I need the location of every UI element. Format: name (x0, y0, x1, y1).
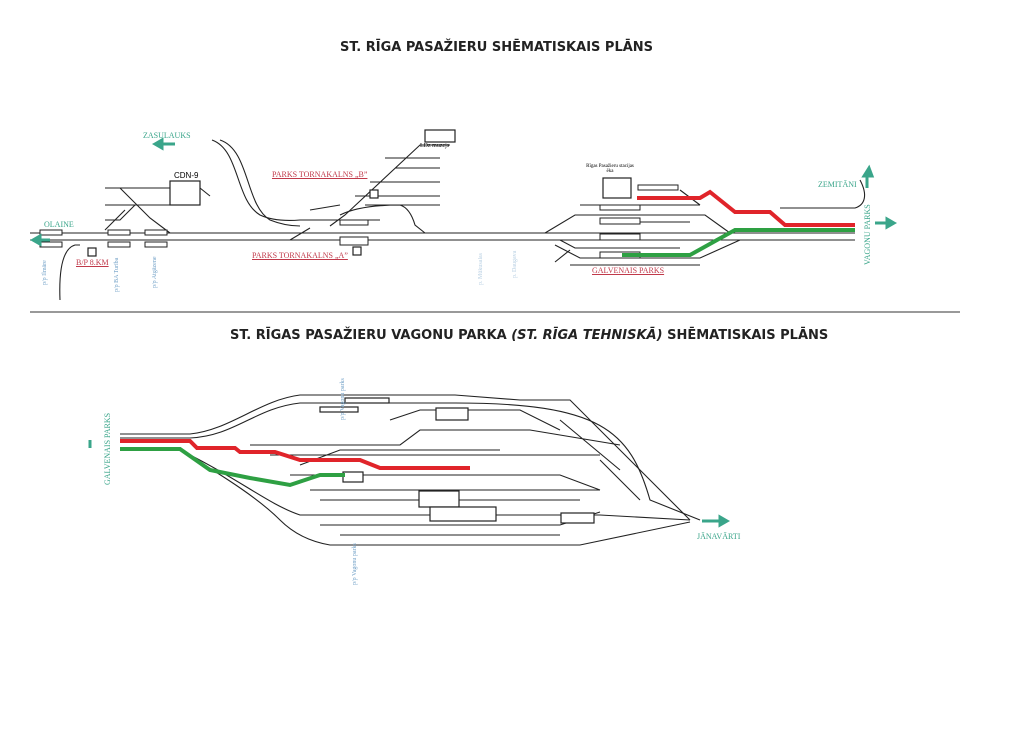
direction-galvenais-parks: GALVENAIS PARKS (103, 412, 112, 485)
stop-label: p/p BA Turība (114, 257, 120, 292)
stop-label: p. Mūkusalas (478, 253, 484, 285)
station-building (602, 177, 632, 199)
label-museum: LDz muzejs (420, 143, 450, 149)
label-cdn9: CDN-9 (174, 171, 199, 180)
platform (339, 236, 369, 246)
top-plan-title: ST. RĪGA PASAŽIERU SHĒMATISKAIS PLĀNS (340, 40, 654, 55)
buildings (87, 129, 632, 257)
stop-label: p/p Ilmāre (42, 260, 48, 285)
platform (107, 241, 131, 248)
depot-building (435, 407, 469, 421)
green-route (120, 447, 345, 488)
platform (107, 229, 131, 236)
red-route (637, 189, 855, 227)
platform (319, 406, 359, 413)
platform (637, 184, 679, 191)
platform (144, 241, 168, 248)
title-part: ST. RĪGAS PASAŽIERU VAGONU PARKA (230, 328, 512, 343)
title-part: SHĒMATISKAIS PLĀNS (662, 328, 829, 343)
depot-building (342, 471, 364, 483)
platform (39, 229, 63, 236)
depot-building (560, 512, 595, 524)
arrows (29, 137, 898, 528)
depot-building (418, 490, 460, 508)
stop-bp-8km: B/P 8.KM (76, 258, 109, 267)
platform (599, 217, 641, 225)
platform (39, 241, 63, 248)
platform (599, 233, 641, 241)
green-route (622, 228, 855, 257)
signal-box (87, 247, 97, 257)
platform (144, 229, 168, 236)
signal-box (369, 189, 379, 199)
red-route (120, 439, 470, 470)
platform (599, 204, 641, 211)
platform (344, 397, 390, 404)
direction-vagonu-parks: VAGONU PARKS (863, 204, 872, 265)
bottom-plan-title: ST. RĪGAS PASAŽIERU VAGONU PARKA (ST. RĪ… (230, 328, 828, 343)
stop-vagonu-parks-top: p/p Vagonu parks (340, 378, 346, 420)
direction-zemitani: ZEMITĀNI (818, 180, 857, 189)
depot-building (429, 506, 497, 522)
cdn9-building (169, 180, 201, 206)
park-tornakalns-a: PARKS TORNAKALNS „A” (252, 251, 348, 260)
platform (339, 219, 369, 226)
direction-janavarti: JĀNAVĀRTI (697, 532, 741, 541)
museum-building (424, 129, 456, 143)
park-tornakalns-b: PARKS TORNAKALNS „B” (272, 170, 368, 179)
park-galvenais: GALVENAIS PARKS (592, 266, 665, 275)
stop-label: p/p Atgāzene (152, 256, 158, 289)
direction-olaine: OLAINE (44, 220, 74, 229)
bottom-buildings (319, 397, 595, 524)
title-italic: (ST. RĪGA TEHNISKĀ) (511, 328, 663, 343)
direction-zasulauks: ZASULAUKS (143, 131, 191, 140)
signal-box (352, 246, 362, 256)
stop-label: p. Daugava (512, 250, 518, 278)
label-station: Rīgas Pasažieru stacijas ēka (586, 164, 634, 174)
stop-vagonu-parks-bottom: p/p Vagonu parks (352, 543, 358, 585)
